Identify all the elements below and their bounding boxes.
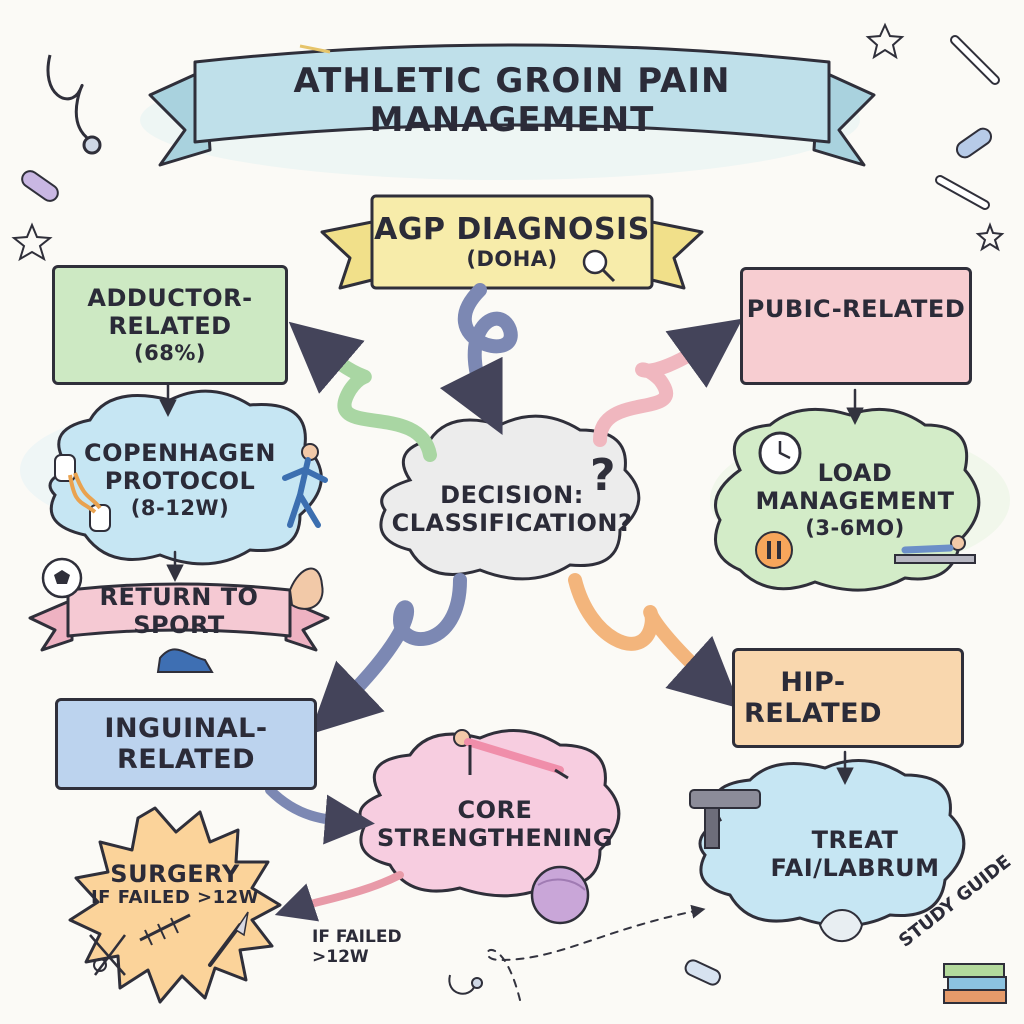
arrow-decision-hip xyxy=(568,573,741,709)
arrow-diagnosis-decision xyxy=(439,283,518,436)
lying-person-icon xyxy=(894,535,976,564)
sneaker-icon xyxy=(156,648,214,673)
pubic-node: PUBIC-RELATED xyxy=(740,267,972,385)
diagnosis-line2: (DOHA) xyxy=(466,247,558,272)
suture-icon xyxy=(139,913,191,946)
arrow-core-surgery xyxy=(274,871,404,922)
treat-cloud xyxy=(698,758,966,928)
arrow-decision-adductor xyxy=(288,321,437,462)
adductor-line2: RELATED xyxy=(108,311,232,340)
decision-line1: DECISION: xyxy=(440,481,584,510)
surgery-line2: IF FAILED >12W xyxy=(90,887,260,909)
stethoscope-icon xyxy=(448,974,483,995)
decision-node: DECISION: CLASSIFICATION? xyxy=(392,460,632,560)
hip-node: HIP- RELATED xyxy=(732,648,964,748)
copenhagen-node: COPENHAGEN PROTOCOL (8-12W) xyxy=(80,420,280,540)
inguinal-line2: RELATED xyxy=(116,744,255,775)
core-line1: CORE xyxy=(457,796,533,825)
athlete-icon xyxy=(282,443,328,528)
treat-line1: TREAT xyxy=(811,826,899,855)
copenhagen-line1: COPENHAGEN xyxy=(84,439,276,468)
strong-arm-icon xyxy=(288,567,324,610)
pill-icon xyxy=(21,170,59,202)
injection-gun-icon xyxy=(689,789,761,849)
arrow-dashed-study xyxy=(486,904,706,1001)
if-failed-label: IF FAILED >12W xyxy=(312,927,402,967)
adductor-line3: (68%) xyxy=(134,340,206,365)
arrow-decision-inguinal xyxy=(309,573,467,735)
diagnosis-ribbon xyxy=(320,194,704,290)
adductor-line1: ADDUCTOR- xyxy=(87,284,253,313)
load-line1: LOAD xyxy=(817,459,893,488)
page-title-text: ATHLETIC GROIN PAIN MANAGEMENT xyxy=(293,60,731,140)
labrum-icon xyxy=(818,909,864,943)
books-icon xyxy=(943,963,1007,1004)
pause-icon xyxy=(755,531,793,569)
return-sport-ribbon xyxy=(28,582,330,652)
treat-line2: FAI/LABRUM xyxy=(770,854,940,882)
if-failed-line1: IF FAILED xyxy=(312,927,402,947)
resistance-band-icon xyxy=(54,454,111,532)
copenhagen-line3: (8-12W) xyxy=(130,495,230,520)
if-failed-line2: >12W xyxy=(312,946,369,967)
connectors xyxy=(159,283,864,1001)
diagnosis-line1: AGP DIAGNOSIS xyxy=(374,211,650,247)
inguinal-node: INGUINAL- RELATED xyxy=(55,698,317,790)
diagnosis-node: AGP DIAGNOSIS (DOHA) xyxy=(372,196,652,288)
magnifier-icon xyxy=(582,249,616,283)
core-node: CORE STRENGTHENING xyxy=(375,780,615,870)
return-sport-text: RETURN TO SPORT xyxy=(99,583,259,639)
arrow-decision-pubic xyxy=(593,318,743,447)
bone-icon xyxy=(935,175,990,210)
arrow-inguinal-core xyxy=(265,785,375,845)
scalpel-icon xyxy=(208,911,249,967)
pubic-text: PUBIC-RELATED xyxy=(746,295,966,323)
load-line2: MANAGEMENT xyxy=(755,486,955,515)
title-ribbon xyxy=(148,43,876,167)
inguinal-line1: INGUINAL- xyxy=(104,712,268,744)
page-title: ATHLETIC GROIN PAIN MANAGEMENT xyxy=(205,60,819,140)
surgery-node: SURGERY IF FAILED >12W xyxy=(80,850,270,920)
surgery-starburst xyxy=(68,806,282,1004)
treat-node: TREAT FAI/LABRUM xyxy=(760,815,950,895)
bone-icon xyxy=(950,35,1000,85)
hip-line2: RELATED xyxy=(743,698,882,729)
pill-icon xyxy=(684,959,721,986)
exercise-ball-icon xyxy=(530,865,590,925)
surgery-line1: SURGERY xyxy=(110,859,240,888)
load-line3: (3-6MO) xyxy=(805,515,905,540)
decision-line2: CLASSIFICATION? xyxy=(391,509,633,537)
clock-icon xyxy=(758,431,802,475)
svg-text:?: ? xyxy=(590,450,616,501)
star-doodles xyxy=(11,22,1005,262)
question-mark-icon: ? xyxy=(590,450,616,501)
stethoscope-icon xyxy=(46,54,102,155)
core-line2: STRENGTHENING xyxy=(376,824,614,852)
return-sport-node: RETURN TO SPORT xyxy=(68,584,290,639)
pill-icon xyxy=(955,127,993,159)
load-node: LOAD MANAGEMENT (3-6MO) xyxy=(755,445,955,555)
soccer-ball-icon xyxy=(41,557,83,599)
adductor-node: ADDUCTOR- RELATED (68%) xyxy=(52,265,288,385)
plank-person-icon xyxy=(453,729,569,780)
hip-line1: HIP- xyxy=(780,666,846,698)
scissors-icon xyxy=(89,934,126,976)
copenhagen-line2: PROTOCOL xyxy=(104,466,256,495)
